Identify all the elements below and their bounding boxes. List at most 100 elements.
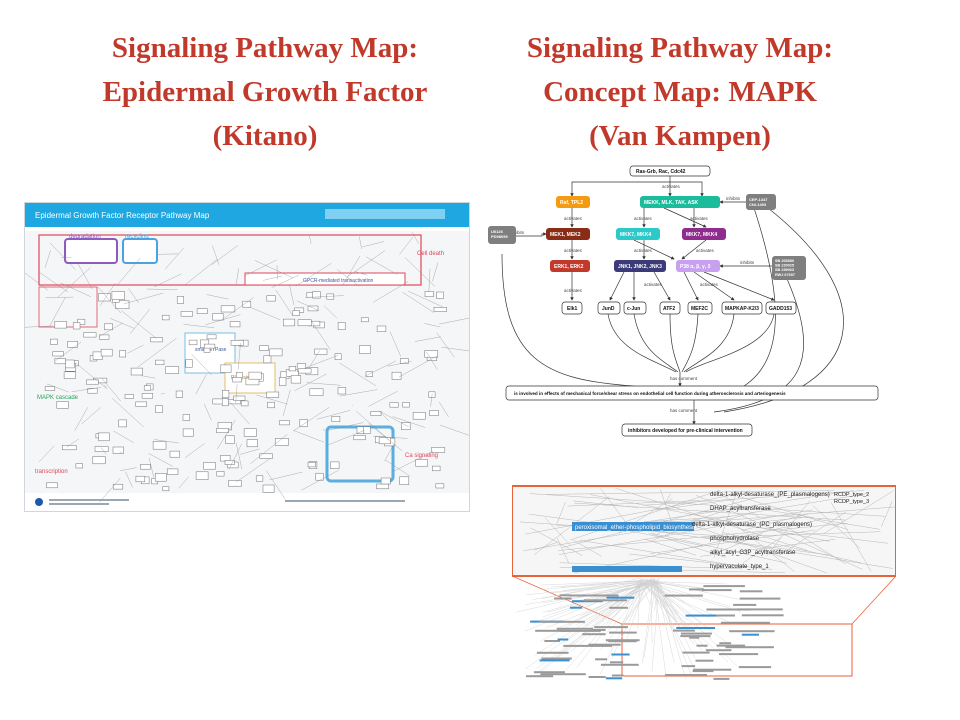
egfr-pathway-map: Epidermal Growth Factor Receptor Pathway… [10, 202, 478, 512]
edge-label-activates-4: activates [690, 216, 709, 221]
pathway-node [307, 462, 316, 468]
pathway-node [283, 318, 296, 327]
inset-edge [656, 499, 735, 511]
pathway-edge [430, 393, 433, 407]
pathway-node [44, 386, 56, 391]
inset-edge [722, 532, 862, 564]
node-involved-label: is involved in effects of mechanical for… [514, 391, 786, 396]
pathway-node [279, 377, 287, 386]
overview-edge [641, 583, 712, 640]
inset-edge [648, 532, 726, 558]
overview-edge [647, 579, 703, 652]
pathway-node [246, 439, 258, 448]
inset-edge [523, 493, 868, 552]
mapk-edge-labels: activates inhibits activates activates a… [510, 184, 755, 413]
overview-edge [576, 579, 659, 626]
overview-edge [642, 580, 654, 664]
pathway-edge [384, 443, 395, 462]
overview-edge [542, 581, 656, 613]
overview-node [719, 642, 732, 645]
overview-node [609, 661, 624, 664]
node-atf2 [659, 301, 681, 315]
pathway-node [370, 411, 382, 416]
pathway-node [279, 420, 290, 426]
pathway-node [248, 371, 262, 380]
pathway-edge [399, 236, 414, 255]
pathway-node [86, 379, 99, 385]
pathway-edge [81, 407, 101, 425]
egfr-map-svg: Epidermal Growth Factor Receptor Pathway… [10, 203, 478, 511]
node-p38 [676, 260, 720, 272]
pathway-node [412, 412, 426, 420]
pathway-node [359, 345, 371, 354]
pathway-edge [439, 424, 474, 437]
pathway-edge [77, 262, 93, 290]
pathway-edge [327, 430, 365, 446]
node-mapkap [721, 301, 763, 315]
pathway-edge [366, 256, 398, 275]
pathway-edge [75, 362, 108, 390]
pathway-node [188, 339, 198, 346]
pathway-node [376, 325, 387, 332]
inset-edge [556, 502, 566, 525]
pathway-node [429, 410, 439, 416]
inset-edge [786, 526, 846, 565]
pathway-node [135, 475, 146, 483]
overview-edge [526, 582, 646, 595]
inset-edge [600, 488, 631, 529]
pathway-node [63, 371, 76, 379]
inset-edge [664, 493, 671, 505]
pathway-node [175, 390, 183, 398]
pathway-edge [304, 295, 344, 298]
pathway-node [155, 359, 165, 365]
node-elk1 [561, 301, 583, 315]
pathway-node [307, 305, 319, 312]
node-cjun-label: c-Jun [627, 306, 640, 312]
overview-node [535, 629, 570, 632]
overview-edge [647, 581, 705, 589]
overview-node [582, 633, 606, 636]
pathway-edge [339, 362, 376, 386]
overview-node [557, 638, 569, 641]
node-jund-label: JunD [602, 306, 615, 312]
pathway-edge [322, 429, 325, 431]
pathway-node [52, 351, 64, 357]
pathway-edge [269, 471, 303, 481]
pathway-edge [355, 271, 368, 276]
overview-node [685, 614, 717, 617]
pathway-edge [153, 273, 182, 288]
node-u0126 [488, 226, 516, 244]
inset-edge [779, 511, 847, 556]
highlight-node [572, 522, 694, 531]
inset-edge [574, 502, 847, 521]
pathway-node [337, 322, 346, 330]
pathway-node [415, 459, 428, 467]
pathway-edge [120, 467, 137, 471]
pathway-edge [283, 389, 291, 416]
inset-edge [572, 539, 602, 557]
pathway-edge [347, 250, 386, 277]
pathway-node [400, 358, 409, 364]
pathway-edge [337, 269, 360, 287]
pathway-node [233, 395, 246, 401]
pathway-edge [221, 297, 254, 321]
overview-edge [648, 582, 673, 631]
overview-edge [653, 581, 693, 678]
node-gadd-label: GADD153 [769, 306, 792, 312]
inset-edge [649, 529, 816, 554]
pathway-edge [235, 268, 239, 285]
left-title-line-3: (Kitano) [212, 120, 318, 152]
inset-edge [642, 490, 865, 506]
pathway-edge [324, 305, 337, 319]
pathway-node [424, 350, 439, 358]
pathway-node [162, 486, 170, 492]
pathway-node [98, 293, 111, 302]
pathway-node [263, 355, 272, 364]
overview-node [611, 674, 624, 677]
overview-edge [542, 580, 654, 618]
pathway-edge [103, 384, 107, 388]
pathway-node [50, 338, 58, 345]
small-gtpase-label: small GTPase [195, 347, 227, 353]
pathway-node [98, 432, 110, 442]
pathway-node [141, 393, 153, 399]
